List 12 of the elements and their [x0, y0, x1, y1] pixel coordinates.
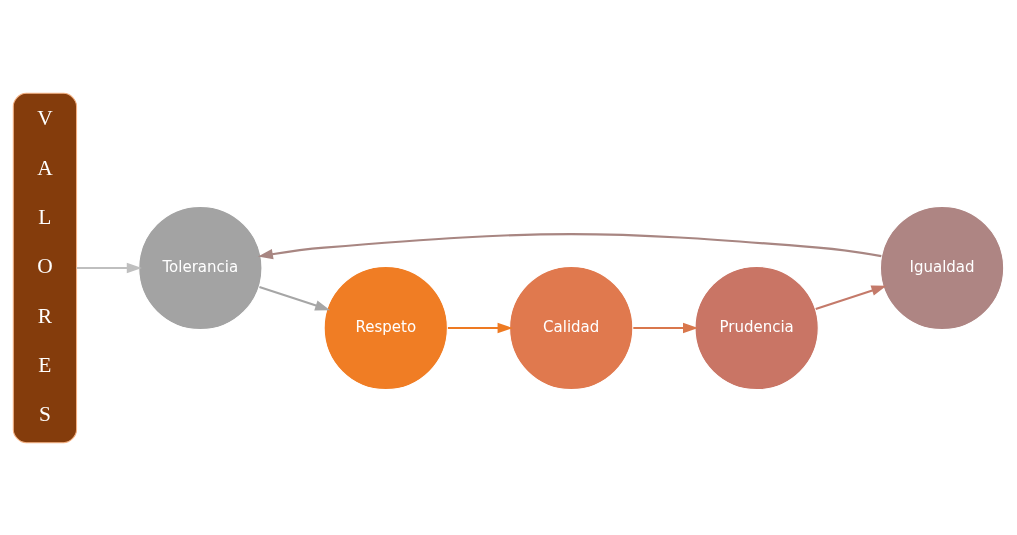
- node-circle: Calidad: [509, 265, 634, 390]
- node-circle: Respeto: [323, 265, 448, 390]
- arrow: [259, 285, 331, 310]
- arrow: [257, 232, 882, 259]
- arrow: [447, 322, 513, 333]
- arrow: [633, 322, 699, 333]
- arrow: [76, 262, 142, 273]
- node-circle: Igualdad: [879, 205, 1005, 330]
- arrow: [815, 285, 887, 310]
- node-circle: Prudencia: [694, 265, 819, 390]
- node-box: V A L O R E S: [12, 92, 78, 443]
- node-circle: Tolerancia: [138, 205, 263, 330]
